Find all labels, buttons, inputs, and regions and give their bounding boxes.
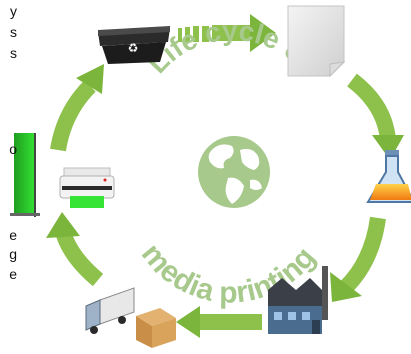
side-text-fragment-2: s [10,24,17,40]
side-text-fragment-3: s [10,45,17,61]
arrow-factory-to-truck [176,306,262,338]
factory-icon [268,266,328,334]
svg-text:♻: ♻ [128,41,139,55]
chemistry-flask-icon [366,150,411,203]
arrow-printer-to-bin [50,64,104,152]
side-text-fragment-1: y [10,3,17,19]
arrow-truck-to-printer [46,212,104,287]
side-text-fragment-7: e [9,266,17,282]
side-text-fragment-5: e [9,227,17,243]
recycle-bin-icon: ♻ [98,26,170,64]
arrow-paper-to-flask [347,73,404,160]
arrow-flask-to-factory [330,216,386,302]
blank-paper-icon [287,5,346,78]
printer-icon [59,167,115,208]
side-text-fragment-4: o [9,141,17,157]
globe-icon [198,136,270,208]
green-banner-icon [10,133,40,217]
delivery-truck-icon [85,287,176,348]
side-text-fragment-6: g [9,246,17,262]
arrow-bin-to-paper [178,14,276,52]
